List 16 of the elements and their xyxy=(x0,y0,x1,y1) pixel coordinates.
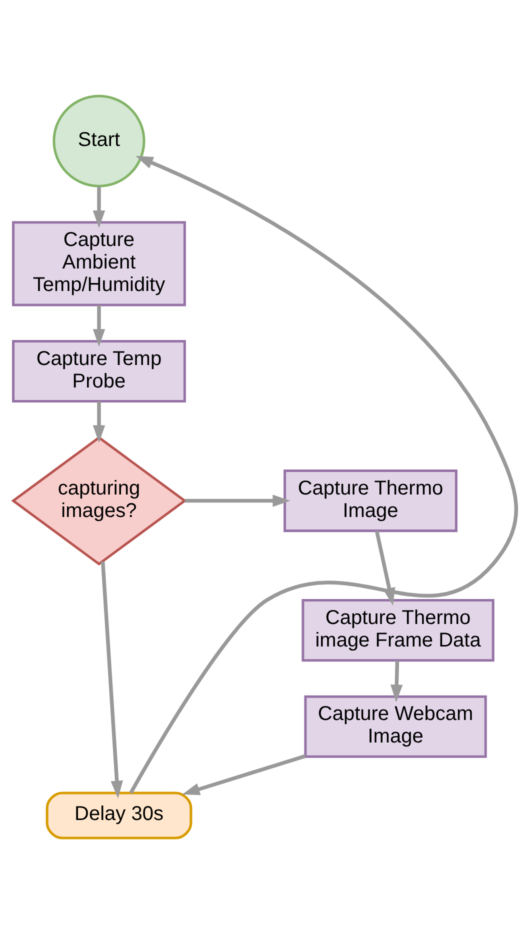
node-box: Delay 30s xyxy=(46,792,192,840)
node-box: Capture Temp Probe xyxy=(12,340,186,403)
node-diamond: capturing images? xyxy=(11,436,187,566)
arrow xyxy=(182,754,306,796)
arrow xyxy=(92,186,106,228)
arrow xyxy=(184,494,290,507)
node-box: Capture Thermo image Frame Data xyxy=(302,599,494,662)
node-circle: Start xyxy=(52,94,146,188)
arrow xyxy=(92,305,106,347)
arrow xyxy=(92,401,106,443)
node-box: Capture Ambient Temp/Humidity xyxy=(12,221,186,306)
arrow xyxy=(129,156,518,794)
arrow xyxy=(100,561,123,798)
node-box: Capture Thermo Image xyxy=(284,470,458,532)
node-box: Capture Webcam Image xyxy=(304,695,487,758)
arrow xyxy=(390,660,403,702)
